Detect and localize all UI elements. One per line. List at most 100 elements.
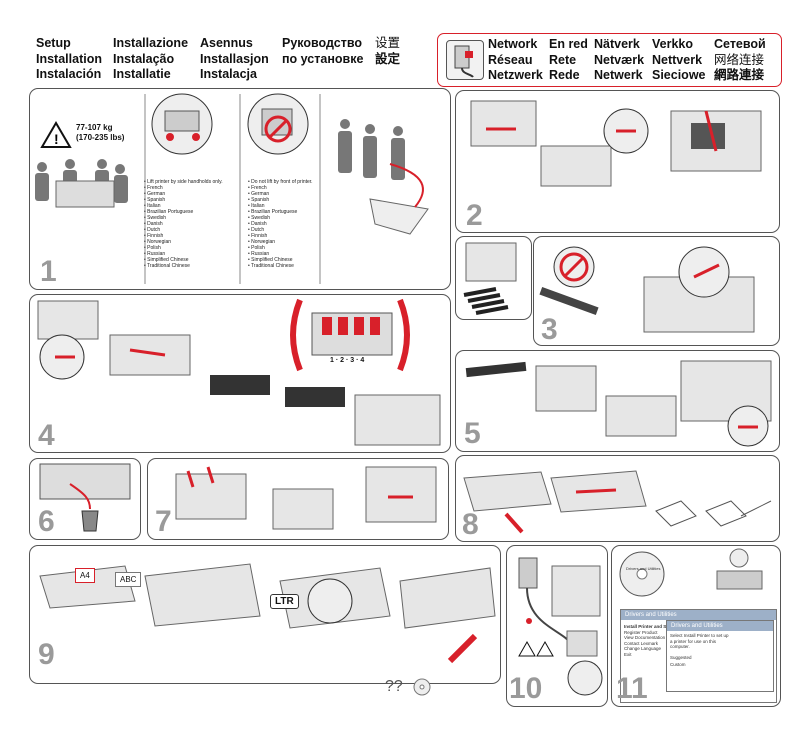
- network-text: Netzwerk: [488, 68, 543, 82]
- title-col-5: 设置 設定: [375, 36, 400, 67]
- network-col-1: Network Réseau Netzwerk: [488, 37, 543, 84]
- list-item: • Polish: [248, 245, 265, 251]
- help-glyph: ??: [385, 678, 403, 695]
- list-item: • Simplified Chinese: [248, 257, 293, 263]
- option-suggested[interactable]: Suggested: [670, 655, 692, 660]
- list-item: • Polish: [144, 245, 161, 251]
- step-7-panel: 7: [147, 458, 449, 540]
- network-box: Network Réseau Netzwerk En red Rete Rede…: [437, 33, 782, 87]
- step-5-panel: 5: [455, 350, 780, 452]
- title-block: Setup Installation Instalación Installaz…: [36, 36, 434, 88]
- accessories-illustration: [463, 242, 517, 315]
- list-item: • Swedish: [144, 215, 167, 221]
- list-item: • French: [144, 185, 163, 191]
- step-4-panel: 1 · 2 · 3 · 4 4: [29, 294, 451, 453]
- network-text: Rete: [549, 52, 577, 67]
- list-item: • Simplified Chinese: [144, 257, 189, 263]
- title-col-2: Installazione Instalação Installatie: [113, 36, 188, 83]
- window-title: Drivers and Utilities: [621, 610, 776, 620]
- option-custom[interactable]: Custom: [670, 662, 686, 667]
- title-text: Installasjon: [200, 51, 269, 66]
- step-1-panel: ! 77-107 kg (170-235 lbs) • Lift printer…: [29, 88, 451, 290]
- step-number: 1: [40, 255, 57, 288]
- network-text: 網路連接: [714, 68, 765, 82]
- list-item: • Lift printer by side handholds only.: [144, 179, 223, 185]
- step-3-illustration: [539, 246, 755, 333]
- title-text: Instalacja: [200, 67, 257, 81]
- dialog-title: Drivers and Utilities: [667, 621, 773, 631]
- list-item: • Traditional Chinese: [144, 263, 190, 269]
- list-item: • Dutch: [144, 227, 161, 233]
- weight-label: 77-107 kg (170-235 lbs): [76, 123, 124, 143]
- title-text: Instalação: [113, 51, 175, 66]
- network-text: Réseau: [488, 52, 533, 67]
- step-number: 7: [155, 505, 172, 538]
- list-item: • Swedish: [248, 215, 271, 221]
- network-text: Nätverk: [594, 37, 640, 51]
- network-text: Sieciowe: [652, 68, 706, 82]
- menu-list: Install Printer and Software Register Pr…: [624, 624, 682, 657]
- step-1-illustration: !: [35, 93, 429, 284]
- step-number: 5: [464, 417, 481, 450]
- menu-item[interactable]: Install Printer and Software: [624, 624, 683, 629]
- list-item: • French: [248, 185, 267, 191]
- list-item: • Brazilian Portuguese: [248, 209, 298, 215]
- step-number: 3: [541, 313, 558, 346]
- a4-label: A4: [75, 568, 95, 583]
- title-col-1: Setup Installation Instalación: [36, 36, 102, 83]
- list-item: • Brazilian Portuguese: [144, 209, 194, 215]
- list-item: • Do not lift by front of printer.: [248, 179, 313, 185]
- step-number: 4: [38, 419, 55, 452]
- help-icon: ??: [385, 678, 431, 696]
- ltr-label: LTR: [270, 594, 299, 609]
- title-text: Instalación: [36, 67, 102, 81]
- network-cable-icon: [446, 40, 484, 80]
- network-text: Rede: [549, 68, 580, 82]
- cd-label: Drivers and Utilities: [626, 566, 661, 571]
- menu-item[interactable]: Change Language: [624, 646, 662, 651]
- list-item: • Italian: [248, 203, 265, 209]
- network-text: Nettverk: [652, 52, 703, 67]
- network-col-5: Сетевой 网络连接 網路連接: [714, 37, 766, 84]
- dialog-text: Select Install Printer to set up a print…: [670, 633, 729, 649]
- list-item: • Traditional Chinese: [248, 263, 294, 269]
- network-text: Network: [488, 37, 538, 51]
- step-number: 6: [38, 505, 55, 538]
- step-11-illustration: [619, 548, 763, 597]
- installer-window: Drivers and Utilities Install Printer an…: [620, 609, 777, 703]
- title-text: Installatie: [113, 67, 171, 81]
- title-text: Asennus: [200, 36, 253, 50]
- cd-icon: [413, 678, 431, 696]
- weight-kg: 77-107 kg: [76, 123, 113, 132]
- step-number: 10: [509, 672, 543, 705]
- network-text: Сетевой: [714, 37, 766, 51]
- network-text: Netværk: [594, 52, 645, 67]
- title-text: Installation: [36, 51, 102, 66]
- step-number: 11: [616, 672, 648, 705]
- step-9-panel: ABC A4 LTR 9: [29, 545, 501, 684]
- menu-item[interactable]: View Documentation: [624, 635, 666, 640]
- network-col-3: Nätverk Netværk Netwerk: [594, 37, 644, 84]
- step-number: 8: [462, 508, 479, 541]
- network-text: En red: [549, 37, 588, 51]
- list-item: • Dutch: [248, 227, 265, 233]
- title-text: по установке: [282, 51, 364, 66]
- network-col-4: Verkko Nettverk Sieciowe: [652, 37, 706, 84]
- menu-item[interactable]: Register Product: [624, 629, 658, 635]
- title-text: 设置: [375, 36, 401, 50]
- list-item: • Russian: [248, 251, 270, 257]
- menu-item[interactable]: Contact Lexmark: [624, 640, 659, 646]
- step-2-illustration: [470, 100, 762, 187]
- step-8-panel: 8: [455, 455, 780, 542]
- list-item: • Spanish: [248, 197, 270, 203]
- title-text: Setup: [36, 36, 71, 50]
- accessories-panel: [455, 236, 532, 320]
- list-item: • Finnish: [248, 233, 268, 239]
- abc-paper: ABC: [115, 572, 142, 587]
- step-3-panel: 3: [533, 236, 780, 346]
- list-item: • Spanish: [144, 197, 166, 203]
- step-9-illustration: [39, 563, 496, 664]
- step-10-panel: 10: [506, 545, 608, 707]
- menu-item[interactable]: Exit: [624, 651, 632, 657]
- step-5-illustration: [465, 360, 772, 447]
